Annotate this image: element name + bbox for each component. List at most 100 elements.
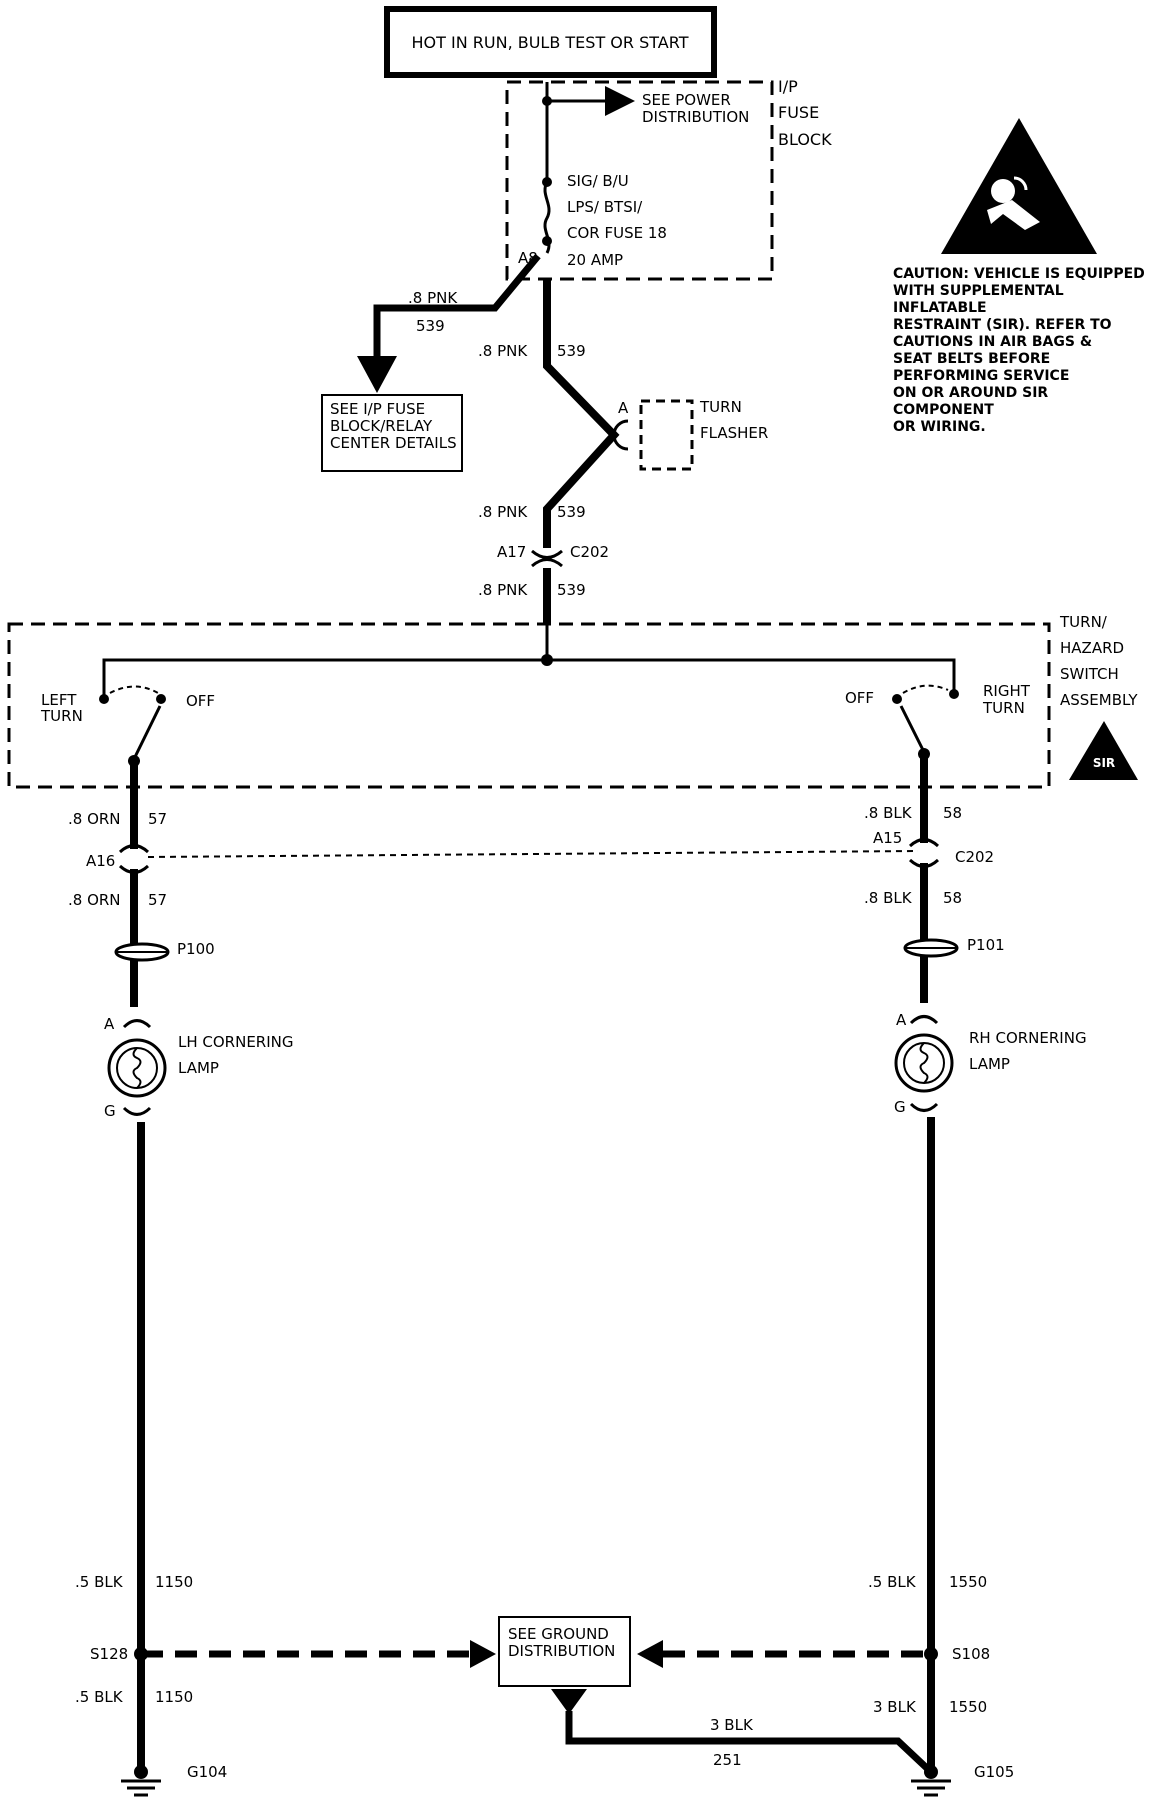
feed-gauge-3: .8 PNK bbox=[478, 581, 528, 599]
branch-gauge: .8 PNK bbox=[408, 289, 458, 307]
lh-term-g: G bbox=[104, 1102, 116, 1120]
see-power-1: SEE POWER bbox=[642, 91, 731, 109]
bottom-circuit: 251 bbox=[713, 1751, 742, 1769]
bulb-icon bbox=[894, 1033, 954, 1093]
conn-p101: P101 bbox=[967, 936, 1005, 954]
caution-line: SEAT BELTS BEFORE bbox=[893, 351, 1051, 367]
flasher-terminal: A bbox=[618, 399, 629, 417]
rh-lamp-2: LAMP bbox=[969, 1055, 1010, 1073]
arrow-down-icon bbox=[357, 356, 397, 393]
conn-c202-top: C202 bbox=[570, 543, 609, 561]
right-turn-1: RIGHT bbox=[983, 682, 1031, 700]
caution-line: CAUTIONS IN AIR BAGS & bbox=[893, 334, 1093, 350]
fuse-branch: .8 PNK 539 SEE I/P FUSE BLOCK/RELAY CENT… bbox=[321, 253, 541, 472]
switch-title-2: HAZARD bbox=[1060, 639, 1124, 657]
rh-gnd-gauge-2: 3 BLK bbox=[873, 1698, 917, 1716]
rh-term-g: G bbox=[894, 1098, 906, 1116]
caution-note: CAUTION: VEHICLE IS EQUIPPED WITH SUPPLE… bbox=[893, 266, 1152, 436]
fuse-block: I/P FUSE BLOCK SEE POWER DISTRIBUTION SI… bbox=[505, 77, 832, 281]
switch-title-4: ASSEMBLY bbox=[1060, 691, 1138, 709]
ground-distribution: SEE GROUND DISTRIBUTION 3 BLK 251 bbox=[141, 1616, 934, 1775]
ground-dist-2: DISTRIBUTION bbox=[508, 1642, 615, 1660]
rh-gauge-1: .8 BLK bbox=[864, 804, 913, 822]
off-right: OFF bbox=[845, 689, 874, 707]
ground-dist-1: SEE GROUND bbox=[508, 1625, 609, 1643]
arrow-right-icon bbox=[470, 1640, 496, 1668]
fuse-name-1: SIG/ B/U bbox=[567, 172, 629, 190]
feed-circuit-2: 539 bbox=[557, 503, 586, 521]
caution-line: CAUTION: VEHICLE IS EQUIPPED bbox=[893, 266, 1145, 282]
c202-link bbox=[147, 850, 919, 858]
rh-term-a: A bbox=[896, 1011, 907, 1029]
conn-p100: P100 bbox=[177, 940, 215, 958]
lh-circuit-2: 57 bbox=[148, 891, 167, 909]
lh-gnd-gauge-2: .5 BLK bbox=[75, 1688, 124, 1706]
power-header: HOT IN RUN, BULB TEST OR START bbox=[384, 6, 717, 78]
feed-circuit-3: 539 bbox=[557, 581, 586, 599]
main-feed: .8 PNK 539 A TURN FLASHER .8 PNK 539 A17… bbox=[478, 278, 768, 623]
switch-title-3: SWITCH bbox=[1060, 665, 1119, 683]
ground-g105: G105 bbox=[974, 1763, 1014, 1781]
rh-gauge-2: .8 BLK bbox=[864, 889, 913, 907]
caution-line: RESTRAINT (SIR). REFER TO bbox=[893, 317, 1112, 333]
see-power-2: DISTRIBUTION bbox=[642, 108, 749, 126]
fuse-name-3: COR FUSE 18 bbox=[567, 224, 667, 242]
arrow-down-icon bbox=[551, 1689, 587, 1714]
lh-gnd-circuit-2: 1150 bbox=[155, 1688, 193, 1706]
rh-gnd-circuit-1: 1550 bbox=[949, 1573, 987, 1591]
turn-flasher bbox=[639, 399, 694, 471]
conn-a16: A16 bbox=[86, 852, 115, 870]
lh-lamp-2: LAMP bbox=[178, 1059, 219, 1077]
ground-g104: G104 bbox=[187, 1763, 227, 1781]
rh-gnd-gauge-1: .5 BLK bbox=[868, 1573, 917, 1591]
flasher-title-1: TURN bbox=[699, 398, 742, 416]
caution-line: ON OR AROUND SIR COMPONENT bbox=[893, 385, 1049, 418]
ground-icon bbox=[121, 1765, 161, 1797]
rh-circuit: .8 BLK 58 A15 C202 .8 BLK 58 P101 A RH C… bbox=[864, 754, 1087, 1797]
sir-badge-text: SIR bbox=[1093, 756, 1115, 770]
conn-a15: A15 bbox=[873, 829, 902, 847]
lh-term-a: A bbox=[104, 1015, 115, 1033]
conn-a17: A17 bbox=[497, 543, 526, 561]
power-header-text: HOT IN RUN, BULB TEST OR START bbox=[412, 33, 689, 52]
airbag-warning-icon bbox=[941, 118, 1097, 254]
caution-line: PERFORMING SERVICE bbox=[893, 368, 1070, 384]
lh-gauge-2: .8 ORN bbox=[68, 891, 121, 909]
see-fuse-1: SEE I/P FUSE bbox=[330, 400, 425, 418]
splice-s108: S108 bbox=[952, 1645, 990, 1663]
lh-circuit-1: 57 bbox=[148, 810, 167, 828]
feed-circuit-1: 539 bbox=[557, 342, 586, 360]
rh-lamp-1: RH CORNERING bbox=[969, 1029, 1087, 1047]
see-fuse-2: BLOCK/RELAY bbox=[330, 417, 433, 435]
left-turn-2: TURN bbox=[40, 707, 83, 725]
fuse-name-2: LPS/ BTSI/ bbox=[567, 198, 643, 216]
sir-warning-icon bbox=[1069, 721, 1138, 780]
feed-gauge-1: .8 PNK bbox=[478, 342, 528, 360]
lh-gauge-1: .8 ORN bbox=[68, 810, 121, 828]
lh-lamp-1: LH CORNERING bbox=[178, 1033, 294, 1051]
lh-gnd-circuit-1: 1150 bbox=[155, 1573, 193, 1591]
flasher-title-2: FLASHER bbox=[700, 424, 768, 442]
caution-line: OR WIRING. bbox=[893, 419, 986, 435]
rh-gnd-circuit-2: 1550 bbox=[949, 1698, 987, 1716]
fuse-block-title-3: BLOCK bbox=[778, 130, 832, 149]
switch-title-1: TURN/ bbox=[1059, 613, 1108, 631]
feed-gauge-2: .8 PNK bbox=[478, 503, 528, 521]
fuse-rating: 20 AMP bbox=[567, 251, 623, 269]
bulb-icon bbox=[107, 1038, 167, 1098]
left-turn-1: LEFT bbox=[41, 691, 77, 709]
bottom-gauge: 3 BLK bbox=[710, 1716, 754, 1734]
lh-gnd-gauge-1: .5 BLK bbox=[75, 1573, 124, 1591]
rh-circuit-2: 58 bbox=[943, 889, 962, 907]
splice-s128: S128 bbox=[90, 1645, 128, 1663]
conn-c202-right: C202 bbox=[955, 848, 994, 866]
see-fuse-3: CENTER DETAILS bbox=[330, 434, 457, 452]
right-turn-2: TURN bbox=[982, 699, 1025, 717]
fuse-block-title-2: FUSE bbox=[778, 103, 819, 122]
fuse-block-title-1: I/P bbox=[778, 77, 798, 96]
rh-circuit-1: 58 bbox=[943, 804, 962, 822]
off-left: OFF bbox=[186, 692, 215, 710]
lh-circuit: .8 ORN 57 A16 .8 ORN 57 P100 A LH CORNER… bbox=[68, 761, 294, 1797]
